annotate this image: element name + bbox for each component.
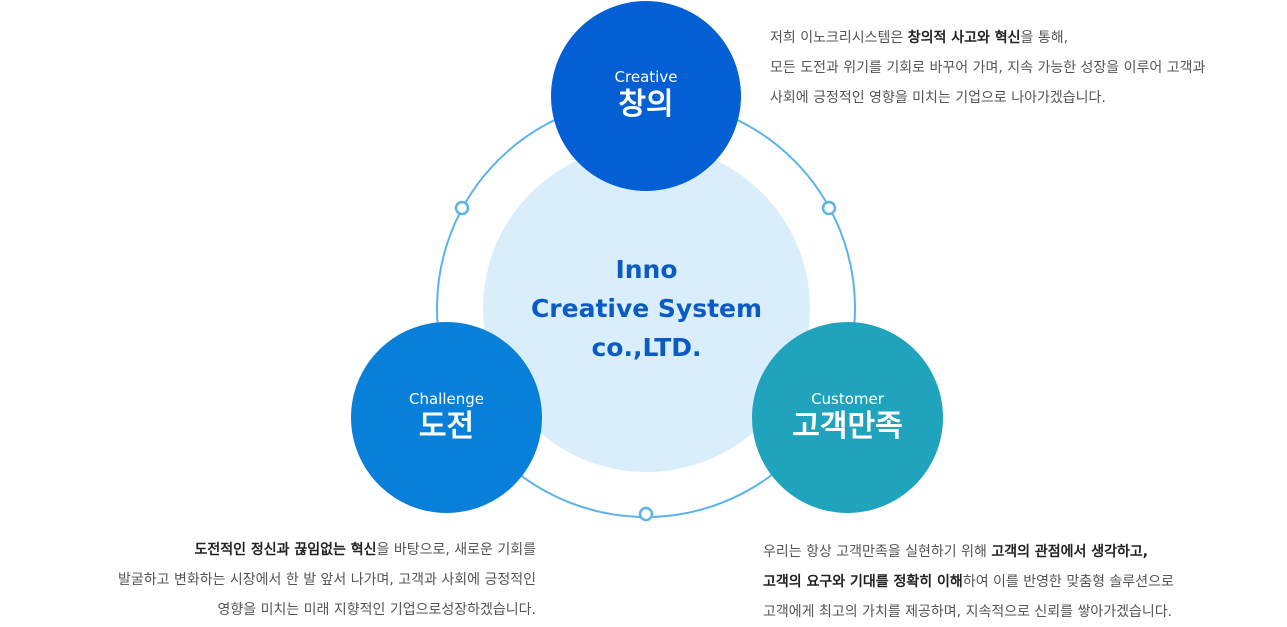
customer-circle: Customer 고객만족	[752, 322, 943, 513]
creative-description-line-3: 사회에 긍정적인 영향을 미치는 기업으로 나아가겠습니다.	[770, 90, 1106, 106]
company-name-line-3: co.,LTD.	[591, 333, 702, 362]
challenge-description: 도전적인 정신과 끊임없는 혁신을 바탕으로, 새로운 기회를 발굴하고 변화하…	[118, 535, 536, 625]
creative-desc-bold: 창의적 사고와 혁신	[907, 30, 1021, 46]
challenge-description-line-2: 발굴하고 변화하는 시장에서 한 발 앞서 나가며, 고객과 사회에 긍정적인	[117, 572, 536, 588]
company-name-line-2: Creative System	[530, 294, 763, 323]
creative-description: 저희 이노크리시스템은 창의적 사고와 혁신을 통해, 모든 도전과 위기를 기…	[770, 23, 1205, 113]
challenge-korean-label: 도전	[418, 408, 475, 444]
customer-description-line-1: 우리는 항상 고객만족을 실현하기 위해 고객의 관점에서 생각하고,	[763, 537, 1174, 567]
creative-desc-text: 을 통해,	[1020, 30, 1069, 46]
customer-desc-bold: 고객의 요구와 기대를 정확히 이해	[763, 574, 963, 590]
challenge-description-line-1: 도전적인 정신과 끊임없는 혁신을 바탕으로, 새로운 기회를	[118, 535, 536, 565]
creative-korean-label: 창의	[618, 87, 674, 122]
challenge-english-label: Challenge	[409, 389, 484, 408]
challenge-circle: Challenge 도전	[351, 322, 542, 513]
creative-circle: Creative 창의	[551, 1, 741, 191]
challenge-desc-bold: 도전적인 정신과 끊임없는 혁신	[194, 542, 377, 558]
challenge-desc-text: 을 바탕으로, 새로운 기회를	[376, 542, 536, 558]
challenge-description-line-3: 영향을 미치는 미래 지향적인 기업으로성장하겠습니다.	[217, 602, 537, 618]
customer-desc-text: 우리는 항상 고객만족을 실현하기 위해	[763, 544, 992, 560]
customer-description-line-2: 고객의 요구와 기대를 정확히 이해하여 이를 반영한 맞춤형 솔루션으로	[763, 567, 1174, 597]
company-name-line-1: Inno	[615, 255, 678, 284]
customer-desc-text: 하여 이를 반영한 맞춤형 솔루션으로	[962, 574, 1174, 590]
customer-english-label: Customer	[811, 389, 884, 408]
customer-description: 우리는 항상 고객만족을 실현하기 위해 고객의 관점에서 생각하고, 고객의 …	[763, 537, 1174, 627]
creative-desc-text: 저희 이노크리시스템은	[770, 30, 908, 46]
creative-description-line-1: 저희 이노크리시스템은 창의적 사고와 혁신을 통해,	[770, 23, 1205, 53]
creative-description-line-2: 모든 도전과 위기를 기회로 바꾸어 가며, 지속 가능한 성장을 이루어 고객…	[770, 60, 1206, 76]
ring-dot-left	[454, 200, 470, 216]
creative-english-label: Creative	[614, 68, 678, 86]
customer-desc-bold: 고객의 관점에서 생각하고,	[991, 544, 1149, 560]
customer-korean-label: 고객만족	[792, 408, 903, 444]
customer-description-line-3: 고객에게 최고의 가치를 제공하며, 지속적으로 신뢰를 쌓아가겠습니다.	[763, 604, 1173, 620]
ring-dot-bottom	[638, 506, 654, 522]
ring-dot-right	[821, 200, 837, 216]
